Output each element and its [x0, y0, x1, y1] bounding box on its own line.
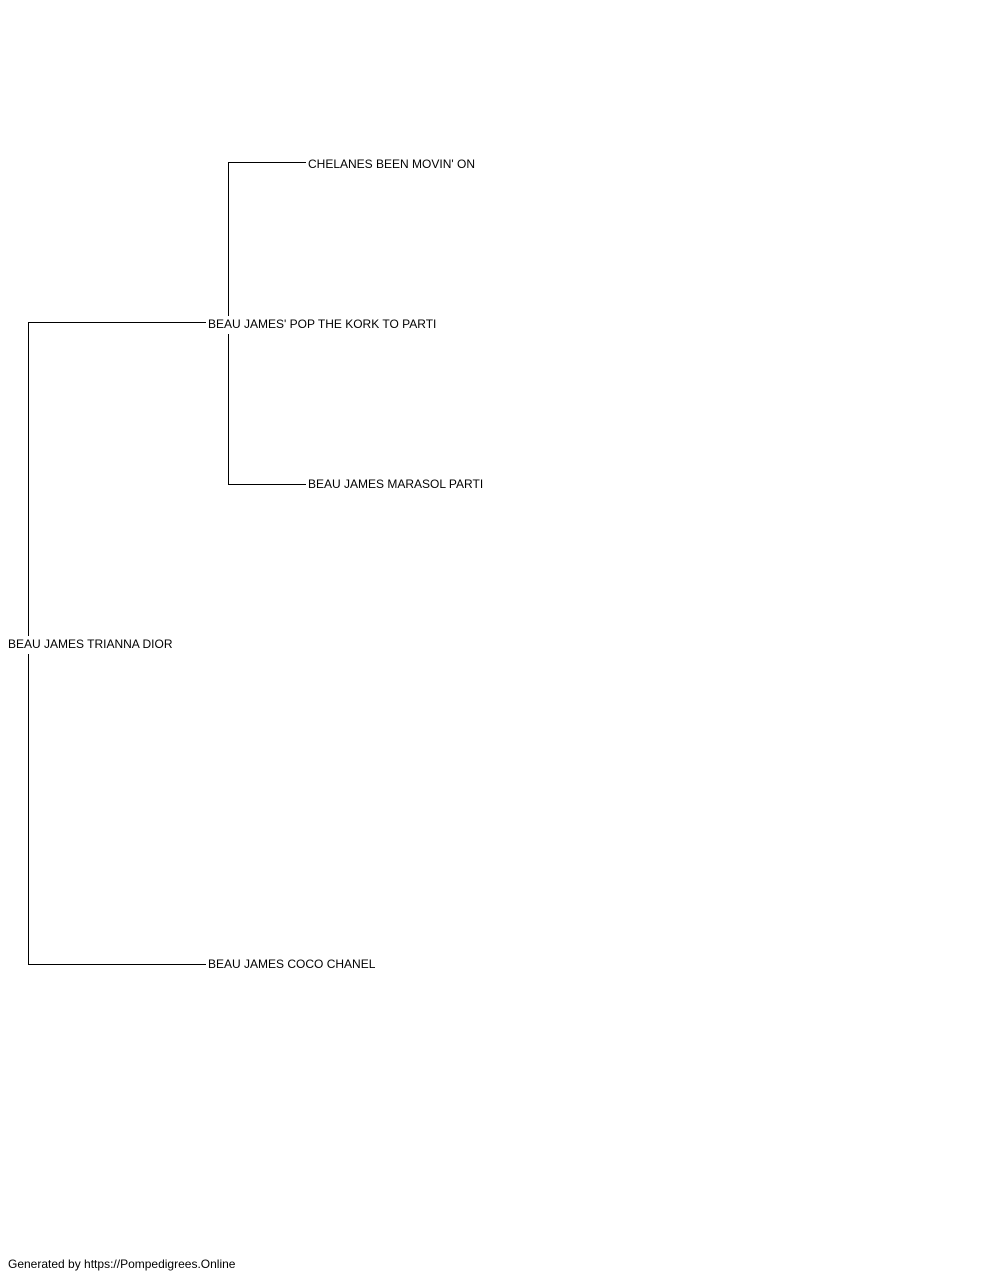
sire-sire-name: CHELANES BEEN MOVIN' ON	[308, 157, 475, 171]
sire-dam-name: BEAU JAMES MARASOL PARTI	[308, 477, 484, 491]
dam-name: BEAU JAMES COCO CHANEL	[208, 957, 376, 971]
generated-by-footer: Generated by https://Pompedigrees.Online	[8, 1257, 236, 1271]
subject-name: BEAU JAMES TRIANNA DIOR	[8, 637, 173, 651]
sire-name: BEAU JAMES' POP THE KORK TO PARTI	[208, 317, 437, 331]
